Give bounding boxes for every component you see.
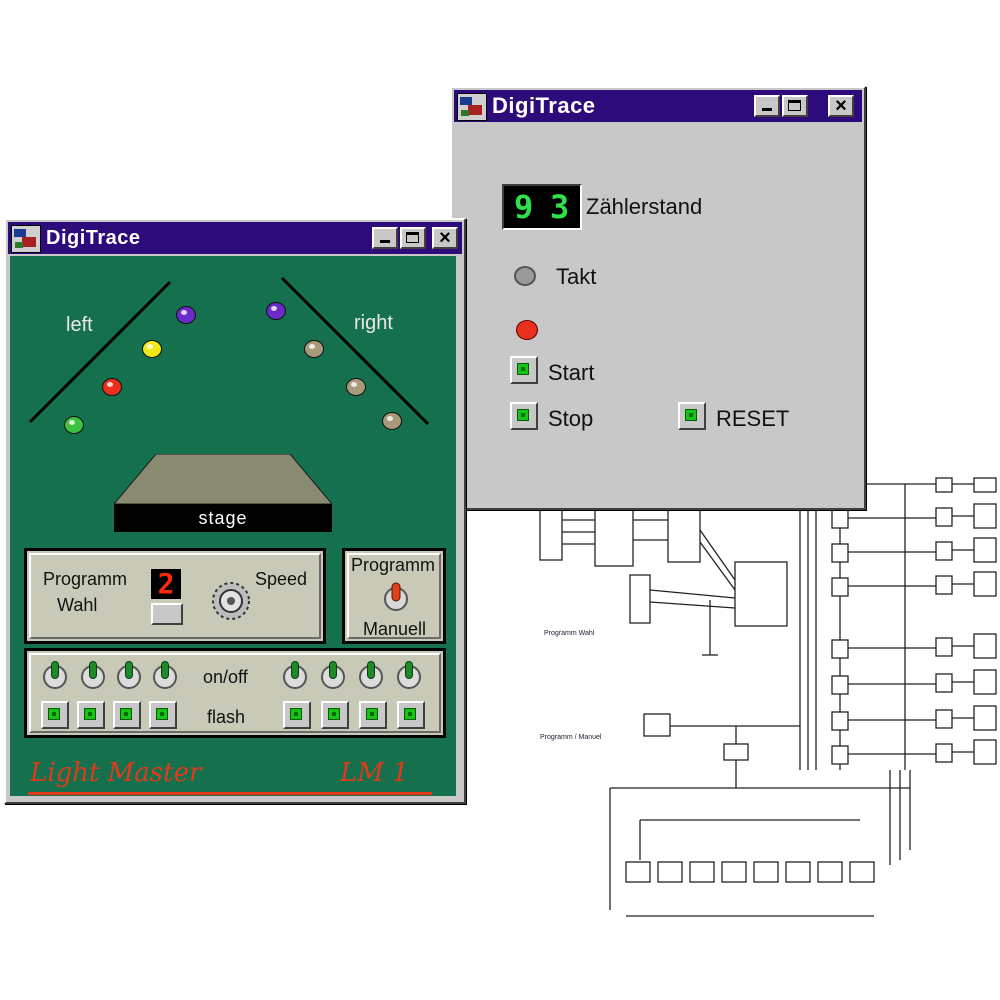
start-label: Start (548, 360, 595, 385)
title-bar[interactable]: DigiTrace × (454, 90, 862, 122)
start-led-icon (517, 363, 529, 375)
title-bar[interactable]: DigiTrace × (8, 222, 462, 254)
minimize-button[interactable] (372, 227, 398, 249)
brand-model: LM 1 (340, 758, 409, 788)
brand-name-text: Light Master (30, 758, 202, 788)
program-select-button[interactable] (151, 603, 183, 625)
counter-display: 9 3 (502, 184, 582, 230)
schematic-label-program-manual: Programm / Manuel (540, 734, 602, 741)
lightmaster-panel: left right stage Programm Wahl 2 Speed (10, 256, 456, 796)
lamp-right-2 (304, 340, 324, 358)
onoff-toggle-6[interactable] (319, 661, 347, 691)
digitrace-lightmaster-window: DigiTrace × left right stage Programm Wa… (4, 218, 466, 804)
flash-button-2[interactable] (77, 701, 105, 729)
close-button[interactable]: × (828, 95, 854, 117)
program-select-label-2: Wahl (57, 595, 98, 615)
start-button[interactable] (510, 356, 538, 384)
flash-button-1[interactable] (41, 701, 69, 729)
lamp-left-4 (64, 416, 84, 434)
onoff-toggle-3[interactable] (115, 661, 143, 691)
clock-label: Takt (556, 264, 597, 289)
counter-digit-ones: 3 (550, 188, 570, 226)
flash-button-7[interactable] (359, 701, 387, 729)
mode-panel: Programm Manuell (342, 548, 446, 644)
counter-digit-tens: 9 (514, 188, 534, 226)
maximize-icon (406, 232, 419, 243)
onoff-toggle-2[interactable] (79, 661, 107, 691)
onoff-toggle-1[interactable] (41, 661, 69, 691)
left-label: left (66, 314, 93, 336)
stop-button[interactable] (510, 402, 538, 430)
light-rails (28, 276, 430, 426)
reset-button[interactable] (678, 402, 706, 430)
mode-label-manual: Manuell (363, 619, 427, 639)
onoff-toggle-7[interactable] (357, 661, 385, 691)
close-icon: × (439, 227, 451, 249)
app-icon[interactable] (11, 225, 41, 253)
lamp-left-2 (142, 340, 162, 358)
close-icon: × (835, 95, 847, 117)
lamp-left-1 (176, 306, 196, 324)
reset-label: RESET (716, 406, 790, 431)
onoff-toggle-4[interactable] (151, 661, 179, 691)
flash-button-3[interactable] (113, 701, 141, 729)
speed-label: Speed (255, 569, 308, 589)
right-label: right (354, 312, 393, 334)
minimize-button[interactable] (754, 95, 780, 117)
program-speed-panel: Programm Wahl 2 Speed (24, 548, 326, 644)
maximize-button[interactable] (400, 227, 426, 249)
maximize-button[interactable] (782, 95, 808, 117)
lamp-left-3 (102, 378, 122, 396)
maximize-icon (788, 100, 801, 111)
minimize-icon (762, 108, 772, 111)
window-title: DigiTrace (46, 227, 141, 249)
schematic-label-program-select: Programm Wahl (544, 630, 595, 637)
counter-label: Zählerstand (586, 194, 703, 219)
flash-button-6[interactable] (321, 701, 349, 729)
reset-led-icon (685, 409, 697, 421)
minimize-icon (380, 240, 390, 243)
stage-platform (114, 454, 332, 505)
app-icon[interactable] (457, 93, 487, 121)
flash-button-4[interactable] (149, 701, 177, 729)
brand-underline (28, 792, 432, 795)
switches-panel: on/off flash (24, 648, 446, 738)
circuit-schematic: Programm Wahl Programm / Manuel (440, 470, 1000, 930)
flash-button-8[interactable] (397, 701, 425, 729)
stop-led-icon (517, 409, 529, 421)
flash-button-5[interactable] (283, 701, 311, 729)
window-title: DigiTrace (492, 93, 596, 118)
lamp-right-3 (346, 378, 366, 396)
brand-name: Light Master (30, 758, 201, 788)
lamp-right-4 (382, 412, 402, 430)
onoff-toggle-5[interactable] (281, 661, 309, 691)
schematic-drawing (460, 477, 997, 917)
status-indicator (516, 320, 538, 340)
clock-indicator (514, 266, 536, 286)
mode-toggle-icon[interactable] (381, 579, 411, 613)
stop-label: Stop (548, 406, 594, 431)
onoff-label: on/off (203, 667, 248, 687)
program-select-label: Programm (43, 569, 128, 589)
lamp-right-1 (266, 302, 286, 320)
stage-label: stage (114, 504, 332, 532)
flash-label: flash (207, 707, 246, 727)
onoff-toggle-8[interactable] (395, 661, 423, 691)
digitrace-counter-window: DigiTrace × 9 3 Zählerstand Takt Start S… (450, 86, 866, 510)
mode-label-program: Programm (351, 555, 436, 575)
close-button[interactable]: × (432, 227, 458, 249)
program-number-display: 2 (151, 569, 181, 599)
speed-knob-icon[interactable] (209, 579, 253, 623)
